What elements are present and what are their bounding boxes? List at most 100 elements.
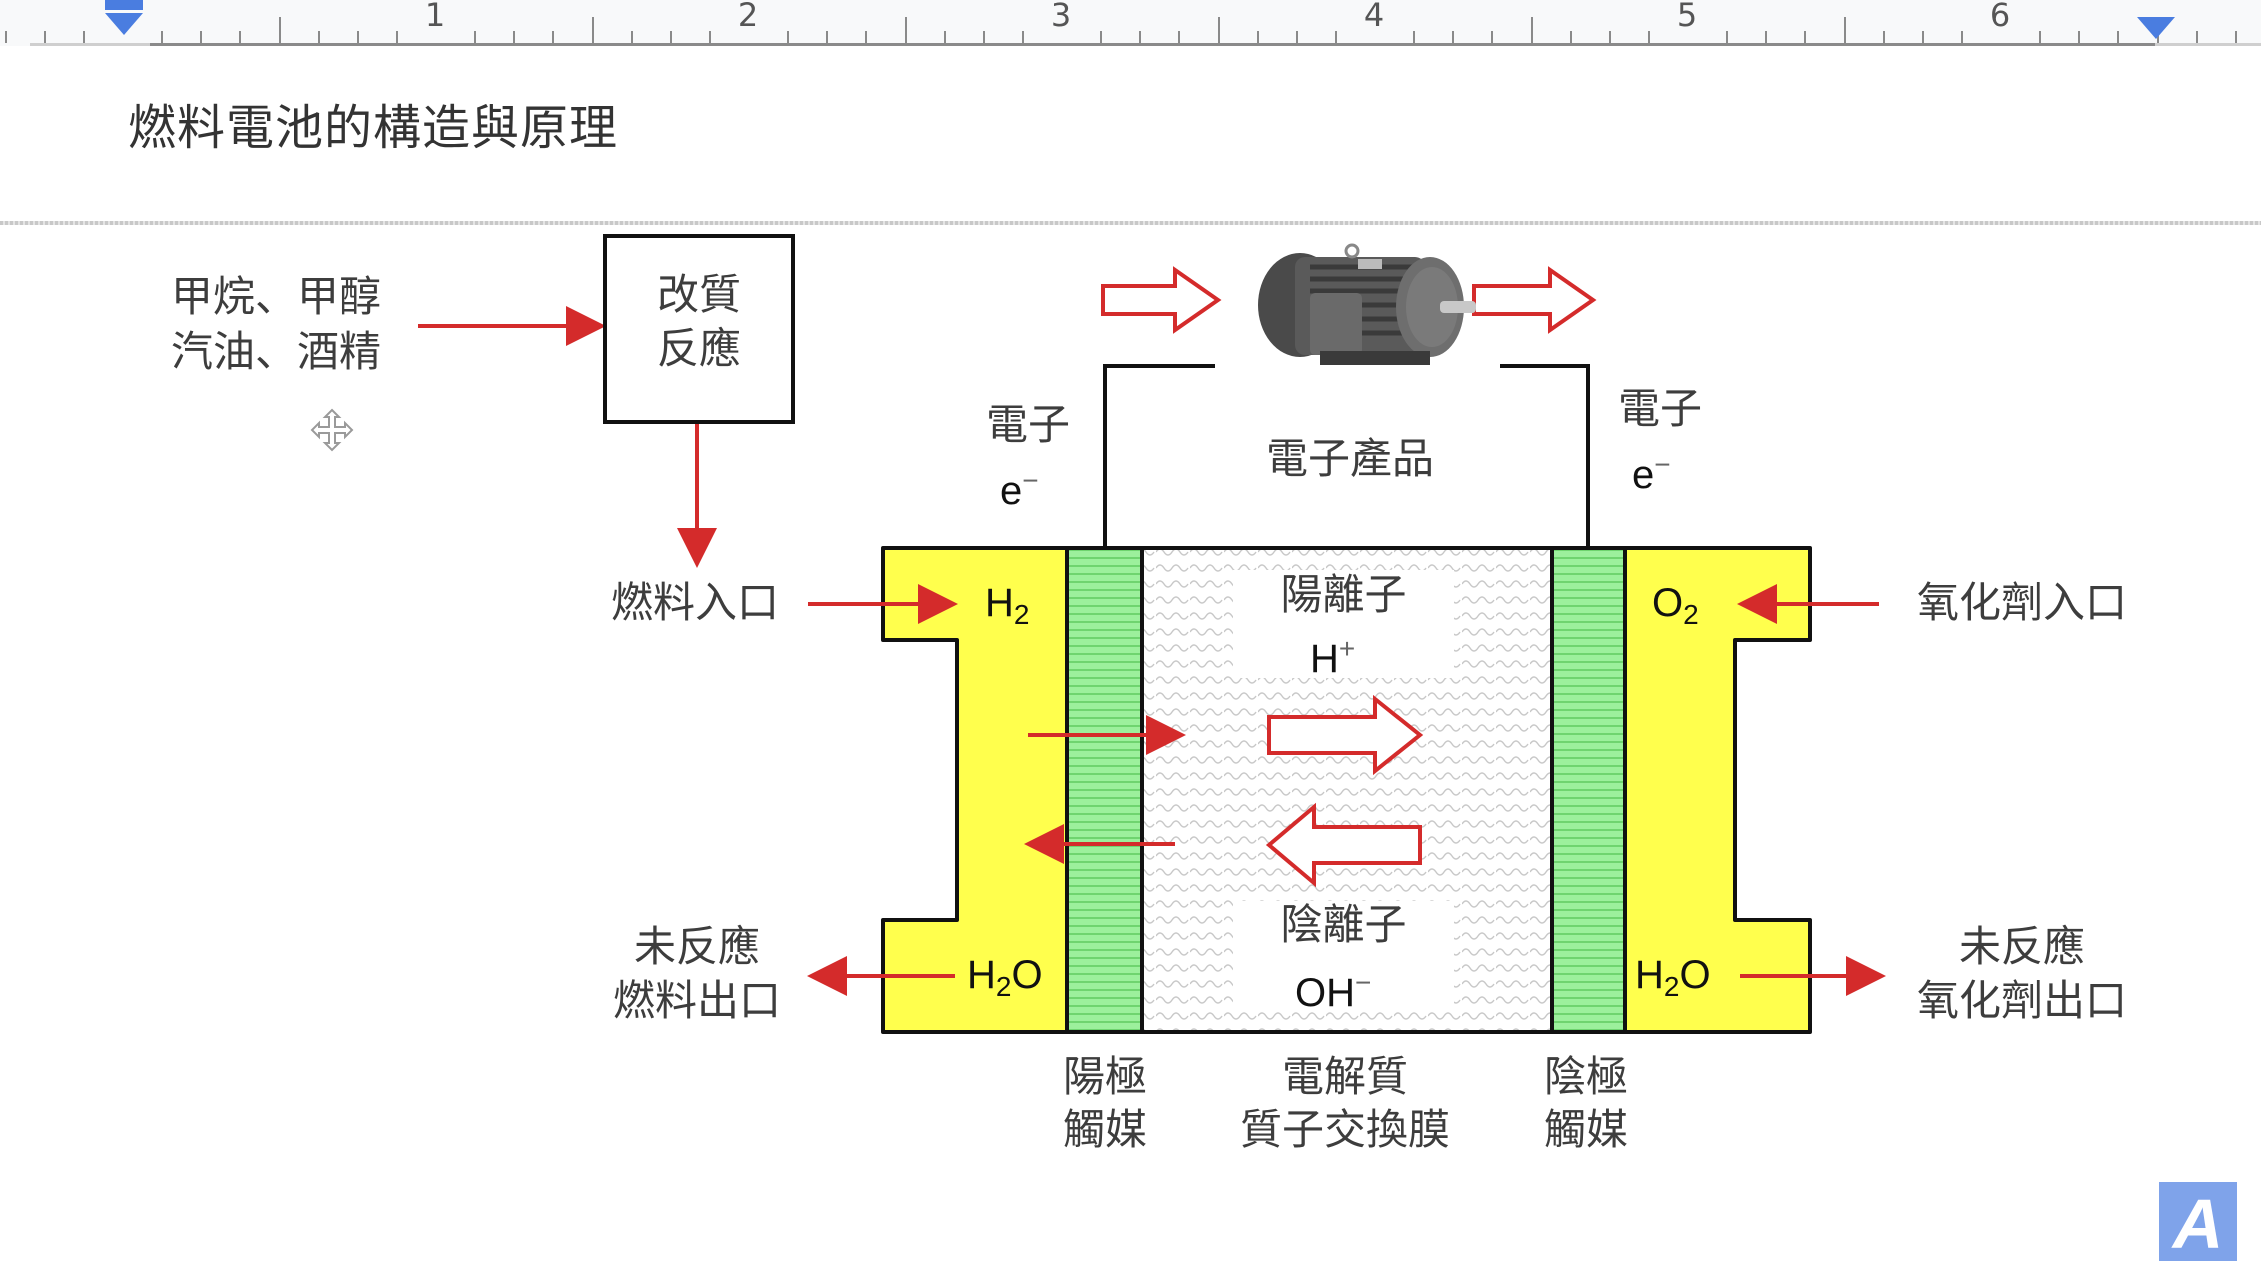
ruler-tick	[2195, 31, 2198, 43]
ion-symbol: H	[1310, 637, 1339, 681]
electron-left-symbol: e−	[1000, 458, 1039, 514]
anion-symbol: OH−	[1295, 960, 1371, 1016]
oxidant-outlet-label-line2: 氧化劑出口	[1916, 976, 2127, 1025]
right-indent-marker[interactable]	[2137, 17, 2175, 39]
ruler-tick	[1334, 31, 1337, 43]
ruler-tick	[826, 31, 829, 43]
ruler[interactable]: 1 2 3 4 5 6	[0, 0, 2261, 46]
ruler-tick	[1804, 31, 1807, 43]
ion-charge: +	[1338, 633, 1356, 664]
element-symbol: O	[1011, 953, 1043, 997]
cation-name: 陽離子	[1280, 570, 1407, 619]
ruler-margin-right	[2155, 43, 2261, 46]
ruler-tick	[591, 17, 594, 43]
ruler-tick	[1452, 31, 1455, 43]
reformer-label-line2: 反應	[656, 324, 741, 373]
ruler-tick	[865, 31, 868, 43]
ruler-tick	[943, 31, 946, 43]
ruler-tick	[1295, 31, 1298, 43]
ruler-tick	[2234, 31, 2237, 43]
ruler-tick	[1569, 31, 1572, 43]
cation-label-bg	[1233, 570, 1454, 678]
ruler-tick	[1178, 31, 1181, 43]
electron-right-symbol: e−	[1632, 442, 1671, 498]
ruler-tick	[1139, 31, 1142, 43]
element-symbol: H	[967, 953, 996, 997]
ruler-tick	[4, 31, 7, 43]
cathode-water-h2o: H2O	[1635, 952, 1711, 1010]
anode-gas-h2: H2	[985, 580, 1029, 638]
ion-charge: −	[1355, 967, 1372, 998]
ruler-tick	[1100, 31, 1103, 43]
cathode-chamber	[1623, 546, 1812, 1034]
ruler-number: 5	[1676, 0, 1698, 34]
ruler-tick	[1608, 31, 1611, 43]
electron-symbol: e	[1632, 453, 1655, 497]
hollow-arrow-electron-out	[1472, 266, 1597, 334]
section-divider	[0, 221, 2261, 225]
ruler-tick	[982, 31, 985, 43]
anode-catalyst-label-line2: 觸媒	[1062, 1105, 1147, 1154]
cathode-gas-o2: O2	[1652, 580, 1699, 638]
external-wire-right	[1500, 364, 1590, 548]
ruler-number: 1	[424, 0, 446, 34]
hollow-arrow-electron-in	[1101, 266, 1222, 334]
page-title[interactable]: 燃料電池的構造與原理	[128, 100, 619, 156]
ruler-tick	[82, 31, 85, 43]
app-logo[interactable]: A	[2159, 1182, 2237, 1263]
ruler-tick	[1530, 17, 1533, 43]
ruler-tick	[1256, 31, 1259, 43]
fuel-outlet-label-line2: 燃料出口	[612, 976, 781, 1025]
electron-symbol: e	[1000, 469, 1023, 513]
ruler-tick	[1021, 31, 1024, 43]
ruler-tick	[1217, 17, 1220, 43]
subscript: 2	[1683, 599, 1699, 630]
first-line-indent-handle[interactable]	[105, 0, 143, 10]
ruler-tick	[669, 31, 672, 43]
ruler-tick	[1765, 31, 1768, 43]
element-symbol: H	[985, 581, 1014, 625]
ruler-tick	[2117, 31, 2120, 43]
cathode-catalyst-label-line1: 陰極	[1543, 1052, 1628, 1101]
element-symbol: H	[1635, 953, 1664, 997]
ruler-tick	[1843, 17, 1846, 43]
ruler-tick	[630, 31, 633, 43]
ruler-margin-left	[30, 43, 150, 46]
fuel-outlet-label-line1: 未反應	[633, 922, 760, 971]
ruler-tick	[1960, 31, 1963, 43]
ruler-tick	[552, 31, 555, 43]
ruler-tick	[474, 31, 477, 43]
logo-letter: A	[2172, 1185, 2224, 1263]
ruler-tick	[161, 31, 164, 43]
fuel-inlet-label: 燃料入口	[610, 578, 779, 627]
ruler-tick	[1491, 31, 1494, 43]
ruler-tick	[1647, 31, 1650, 43]
ruler-tick	[787, 31, 790, 43]
electron-charge: −	[1654, 449, 1671, 480]
oxidant-inlet-label: 氧化劑入口	[1916, 578, 2127, 627]
hollow-arrow-cation	[1267, 694, 1424, 776]
electrolyte-label-line1: 電解質	[1281, 1052, 1408, 1101]
ruler-tick	[2078, 31, 2081, 43]
anion-label-bg	[1233, 901, 1454, 1009]
ruler-tick	[1413, 31, 1416, 43]
left-indent-marker[interactable]	[105, 0, 143, 35]
subscript: 2	[1663, 971, 1680, 1002]
ruler-number: 4	[1363, 0, 1385, 34]
ruler-tick	[200, 31, 203, 43]
ion-symbol: OH	[1295, 971, 1355, 1015]
move-handle-icon[interactable]	[310, 408, 354, 452]
external-wire-left	[1103, 364, 1215, 548]
ruler-tick	[1921, 31, 1924, 43]
subscript: 2	[995, 971, 1012, 1002]
ruler-tick	[1882, 31, 1885, 43]
cathode-catalyst-label-line2: 觸媒	[1543, 1105, 1628, 1154]
left-indent-handle[interactable]	[105, 13, 143, 35]
ruler-tick	[708, 31, 711, 43]
oxidant-outlet-label-line1: 未反應	[1958, 922, 2085, 971]
anion-name: 陰離子	[1280, 900, 1407, 949]
ruler-tick	[278, 17, 281, 43]
ruler-tick	[356, 31, 359, 43]
reformer-box	[603, 234, 795, 424]
